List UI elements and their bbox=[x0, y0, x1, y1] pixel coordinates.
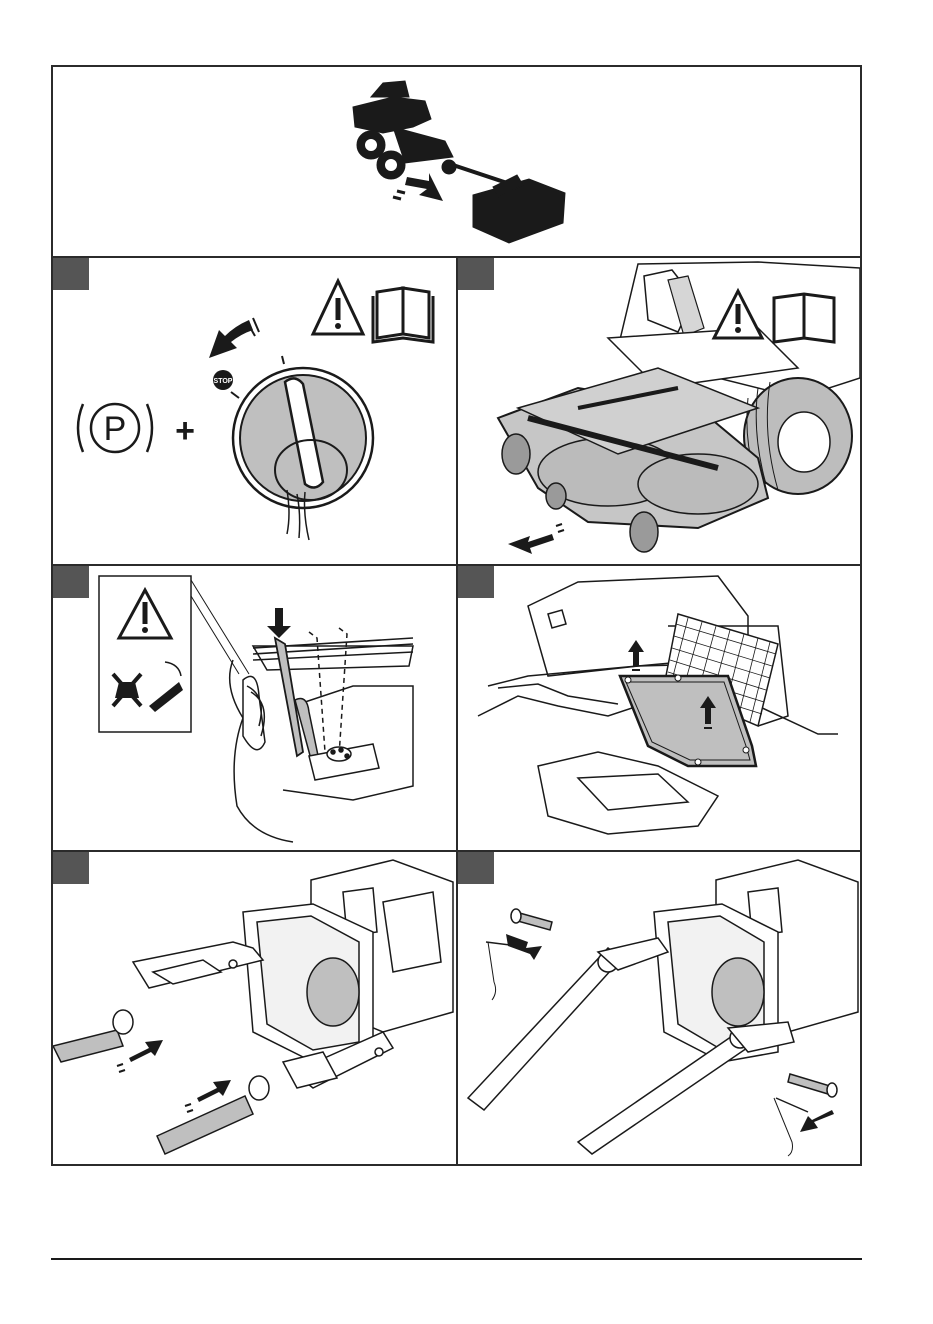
push-arrow-icon bbox=[393, 173, 443, 201]
pull-arrow-icon bbox=[508, 524, 564, 554]
mower-deck-illustration bbox=[458, 258, 860, 564]
parking-brake-icon: P bbox=[78, 404, 152, 452]
rotate-arrow-icon bbox=[209, 318, 259, 358]
step-panel-3 bbox=[53, 566, 456, 850]
step-panel-5 bbox=[53, 852, 456, 1166]
push-arrow-icon bbox=[117, 1040, 231, 1112]
tractor-with-attachment-illustration bbox=[53, 67, 860, 256]
pin-insertion-illustration bbox=[458, 852, 860, 1166]
step-panel-4 bbox=[458, 566, 860, 850]
parking-label: P bbox=[104, 410, 127, 448]
warning-icon bbox=[313, 281, 363, 334]
lift-arm-illustration bbox=[53, 852, 456, 1166]
stop-icon: STOP bbox=[213, 370, 233, 390]
step-panel-2 bbox=[458, 258, 860, 564]
ignition-key-dial-icon bbox=[233, 368, 373, 540]
stop-label: STOP bbox=[214, 378, 233, 385]
manual-icon bbox=[774, 294, 834, 342]
step-panel-1: STOP P + bbox=[53, 258, 456, 564]
manual-icon bbox=[373, 288, 433, 342]
plus-icon: + bbox=[175, 412, 195, 450]
step-panel-6 bbox=[458, 852, 860, 1166]
overview-panel bbox=[53, 67, 860, 256]
down-arrow-icon bbox=[267, 608, 291, 638]
floor-panel-illustration bbox=[458, 566, 860, 850]
lever-positions-illustration bbox=[230, 628, 413, 842]
footer-rule bbox=[51, 1258, 862, 1260]
